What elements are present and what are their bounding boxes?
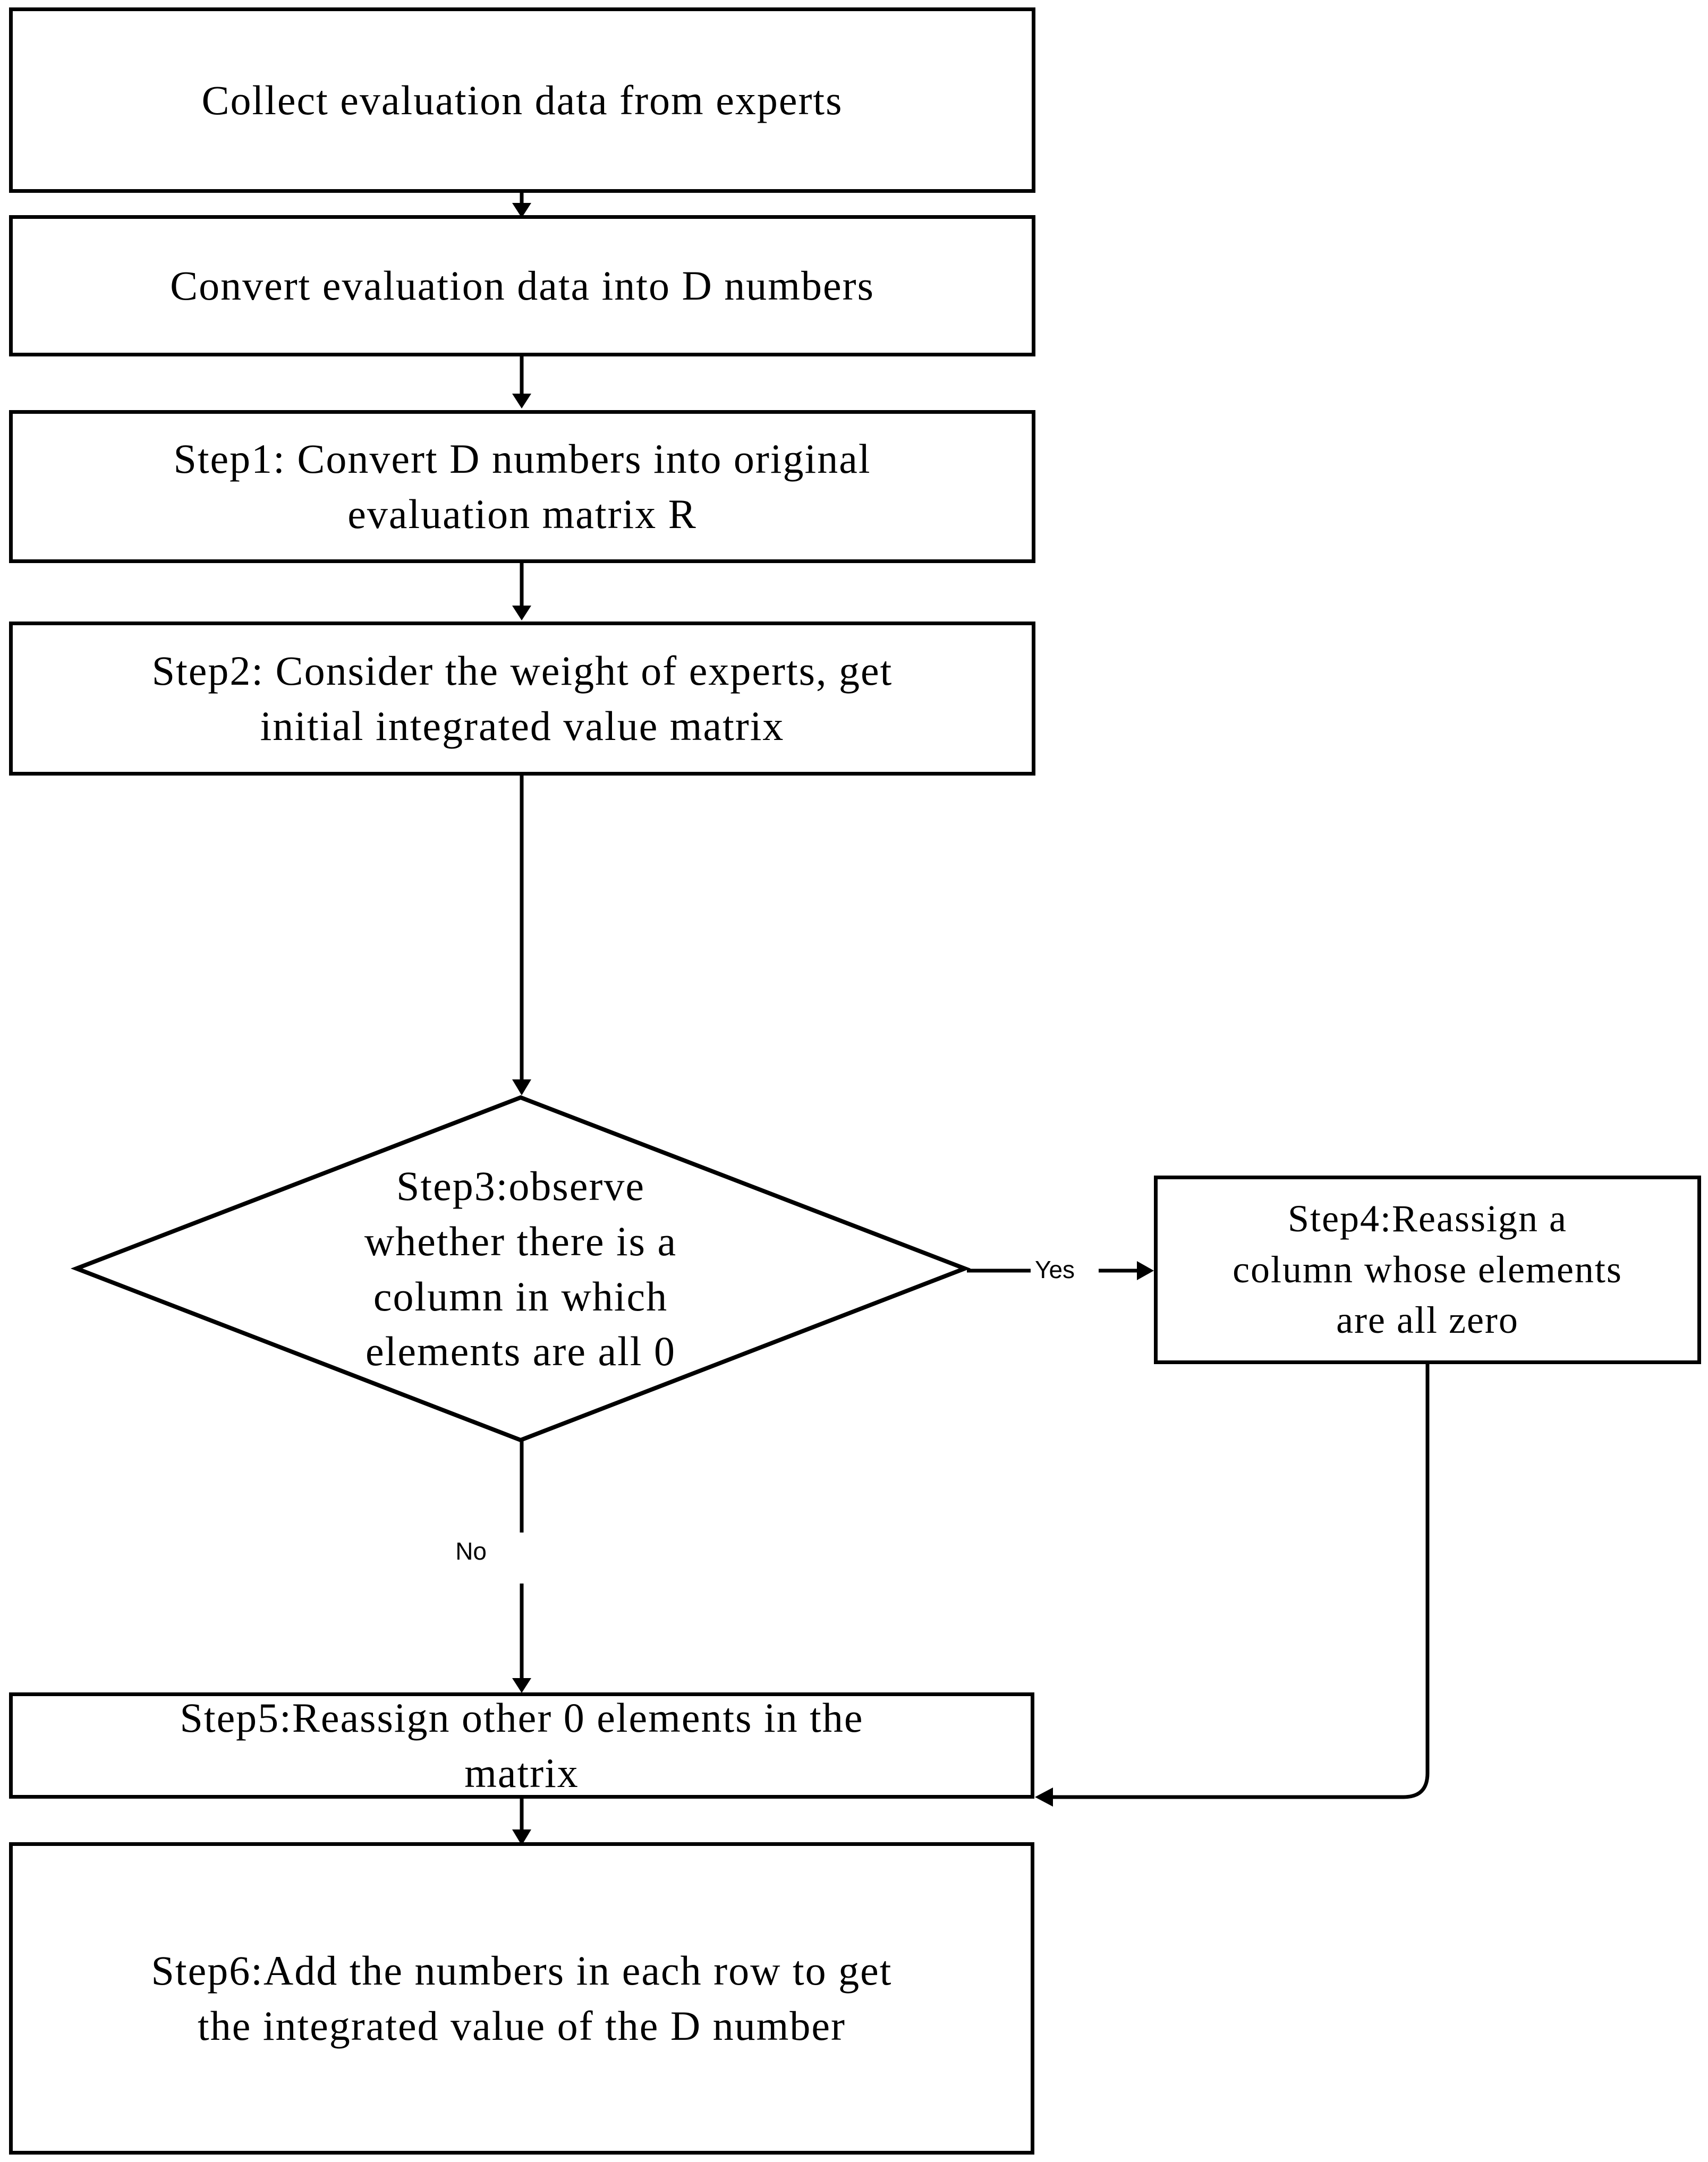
node-step3-decision[interactable]: Step3:observe whether there is a column … (70, 1095, 971, 1443)
node-label: Convert evaluation data into D numbers (170, 262, 874, 309)
edge-step4-to-step5 (1035, 1364, 1430, 1807)
edge-step5-to-step6 (512, 1799, 531, 1845)
node-collect-evaluation-data[interactable]: Collect evaluation data from experts (9, 7, 1035, 193)
edge-label-no: No (455, 1537, 487, 1565)
edge-step3-yes-to-step4 (967, 1261, 1154, 1280)
edge-step3-no-to-step5 (512, 1441, 531, 1693)
node-step5-reassign-other-zeros[interactable]: Step5:Reassign other 0 elements in the m… (9, 1692, 1034, 1799)
node-label: Collect evaluation data from experts (201, 76, 843, 123)
edge-collect-to-convert (512, 192, 531, 218)
edge-step2-to-step3 (512, 776, 531, 1095)
node-label: Step6:Add the numbers in each row to get… (151, 1947, 893, 2049)
node-label: Step2: Consider the weight of experts, g… (151, 648, 893, 749)
edge-step1-to-step2 (512, 563, 531, 620)
node-label: Step4:Reassign a column whose elements a… (1233, 1197, 1622, 1342)
edge-label-yes: Yes (1035, 1256, 1075, 1283)
node-step2-initial-integrated-matrix[interactable]: Step2: Consider the weight of experts, g… (9, 622, 1035, 776)
node-label: Step1: Convert D numbers into original e… (173, 436, 871, 537)
node-step6-add-row-numbers[interactable]: Step6:Add the numbers in each row to get… (9, 1842, 1034, 2155)
edge-convert-to-step1 (512, 356, 531, 408)
node-label: Step5:Reassign other 0 elements in the m… (180, 1695, 864, 1796)
node-step1-original-matrix[interactable]: Step1: Convert D numbers into original e… (9, 410, 1035, 563)
node-convert-to-d-numbers[interactable]: Convert evaluation data into D numbers (9, 215, 1035, 356)
diamond-shape (70, 1095, 971, 1443)
node-step4-reassign-zero-column[interactable]: Step4:Reassign a column whose elements a… (1154, 1176, 1701, 1364)
